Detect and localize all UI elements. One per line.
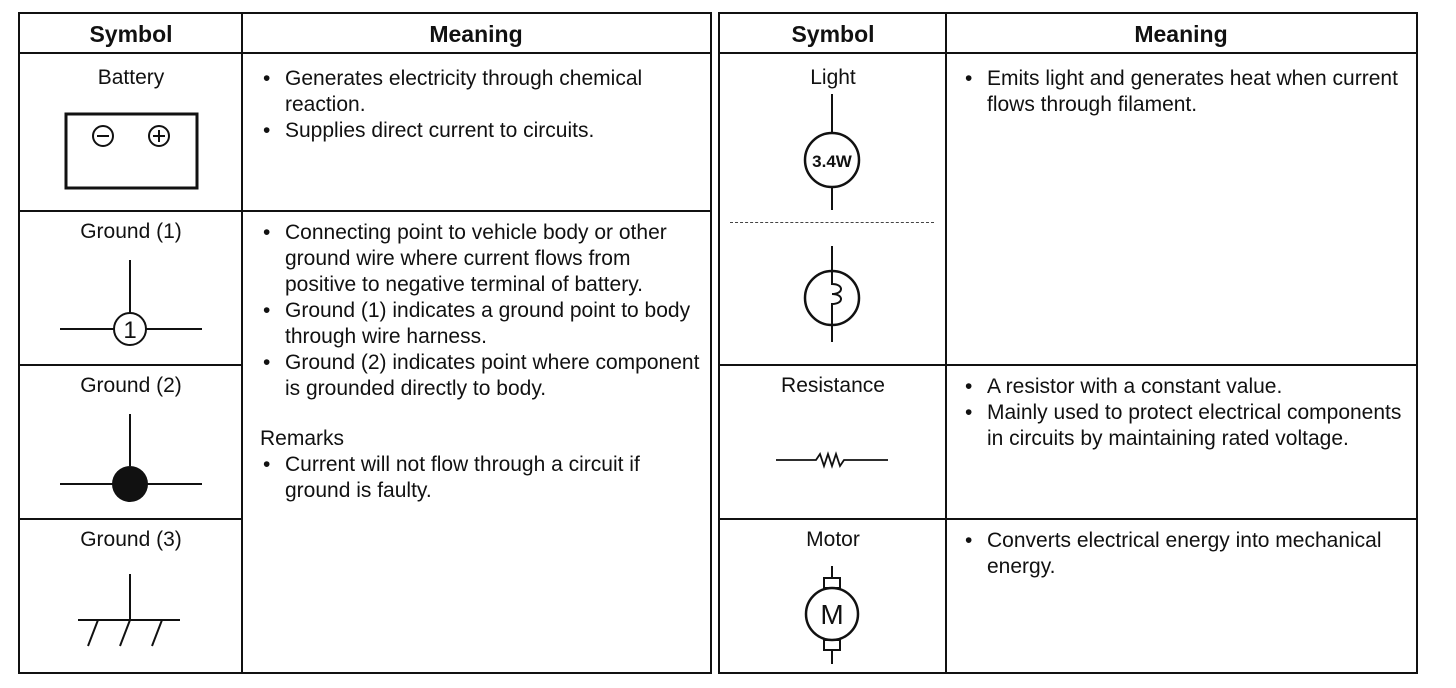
ground-3-icon (78, 574, 180, 647)
right-meaning-header: Meaning (946, 14, 1416, 54)
ground-meaning-item: Ground (1) indicates a ground point to b… (260, 298, 705, 350)
row-divider-light (720, 364, 1416, 366)
resistance-meaning-item: Mainly used to protect electrical compon… (962, 400, 1407, 452)
row-divider-ground2 (20, 518, 242, 520)
row-divider-battery (20, 210, 710, 212)
battery-meaning: Generates electricity through chemical r… (260, 66, 700, 144)
light-variant-divider (730, 222, 934, 223)
ground-meaning-item: Connecting point to vehicle body or othe… (260, 220, 705, 298)
motor-label: Motor (806, 528, 860, 551)
ground-1-label: Ground (1) (80, 220, 182, 243)
ground-3-label: Ground (3) (80, 528, 182, 551)
light-meaning-item: Emits light and generates heat when curr… (962, 66, 1402, 118)
right-symbol-header: Symbol (720, 14, 946, 54)
left-table: Symbol Meaning Battery Generates electri… (18, 12, 712, 674)
right-column-divider (945, 14, 947, 672)
motor-meaning-item: Converts electrical energy into mechanic… (962, 528, 1402, 580)
resistance-meaning: A resistor with a constant value. Mainly… (962, 374, 1407, 452)
remarks-title: Remarks (260, 427, 345, 450)
ground-meaning: Connecting point to vehicle body or othe… (260, 220, 705, 504)
light-bulb-icon: 3.4W (803, 94, 861, 210)
battery-label: Battery (97, 66, 165, 89)
left-meaning-header: Meaning (242, 14, 710, 54)
light-label: Light (810, 66, 856, 89)
left-column-divider (241, 14, 243, 672)
light-rating-text: 3.4W (812, 152, 853, 171)
left-symbol-header: Symbol (20, 14, 242, 54)
ground-2-label: Ground (2) (80, 374, 182, 397)
motor-meaning: Converts electrical energy into mechanic… (962, 528, 1402, 580)
resistor-icon (776, 451, 888, 469)
ground-2-icon (60, 414, 202, 502)
resistance-meaning-item: A resistor with a constant value. (962, 374, 1407, 400)
row-divider-ground1 (20, 364, 242, 366)
row-divider-resistance (720, 518, 1416, 520)
light-meaning: Emits light and generates heat when curr… (962, 66, 1402, 118)
ground-1-icon: 1 (60, 260, 202, 346)
resistance-label: Resistance (781, 374, 885, 397)
ground-meaning-item: Ground (2) indicates point where compone… (260, 350, 705, 402)
remarks-item: Current will not flow through a circuit … (260, 452, 705, 504)
right-table: Symbol Meaning Light 3.4W Emits light an… (718, 12, 1418, 674)
motor-letter: M (820, 599, 843, 630)
motor-icon: M (804, 566, 860, 664)
battery-meaning-item: Generates electricity through chemical r… (260, 66, 700, 118)
light-bulb-filament-icon (803, 246, 861, 342)
battery-meaning-item: Supplies direct current to circuits. (260, 118, 700, 144)
battery-icon (64, 112, 199, 190)
ground-1-circle-text: 1 (123, 317, 136, 344)
